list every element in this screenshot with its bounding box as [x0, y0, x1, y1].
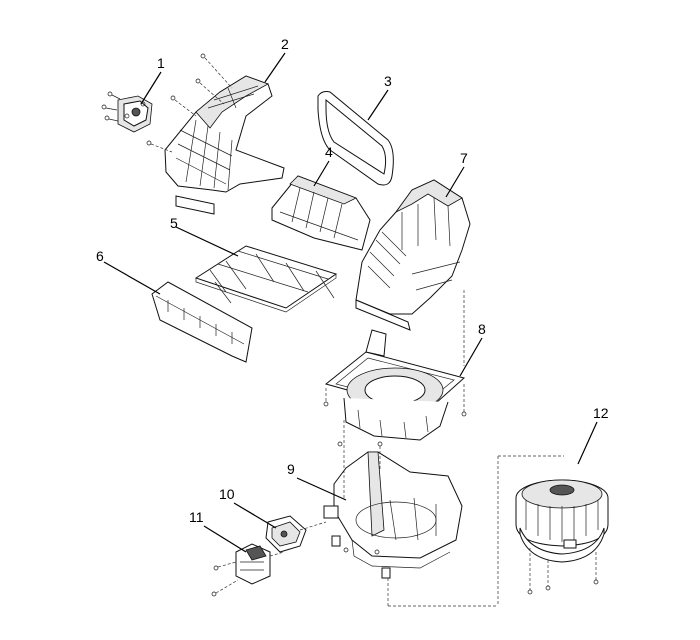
callout-8-leader — [459, 337, 483, 377]
part-1-actuator — [117, 95, 153, 133]
callout-4-leader — [313, 160, 330, 187]
callout-12-label: 12 — [593, 405, 609, 421]
part-3-seal-gasket — [317, 91, 394, 186]
part-11-screws — [211, 561, 239, 597]
callout-1-label: 1 — [157, 55, 165, 71]
callout-10-label: 10 — [219, 486, 235, 502]
callout-12-leader — [577, 421, 598, 465]
part-12-blower-motor — [515, 479, 609, 563]
part-2-screws — [146, 53, 233, 153]
part-12-screws — [527, 548, 599, 595]
callout-10-leader — [233, 502, 277, 529]
callout-4-label: 4 — [325, 144, 333, 160]
part-10-resistor — [265, 515, 327, 553]
part-4-housing-cover — [271, 175, 371, 251]
callout-8-label: 8 — [478, 321, 486, 337]
callout-9-leader — [296, 477, 347, 501]
part-8-housing-frame — [324, 329, 466, 441]
part-9-screws — [331, 420, 391, 579]
part-11-connector — [235, 543, 285, 585]
callout-5-label: 5 — [170, 215, 178, 231]
part-1-screws — [101, 91, 121, 122]
callout-3-leader — [367, 89, 389, 121]
part-5-filter — [194, 245, 338, 313]
callout-6-label: 6 — [96, 248, 104, 264]
callout-7-leader — [445, 166, 465, 198]
part-8-screws — [323, 384, 467, 447]
callout-11-label: 11 — [189, 509, 204, 525]
callout-9-label: 9 — [287, 461, 295, 477]
callout-1-leader — [140, 71, 162, 105]
callout-11-leader — [203, 525, 247, 553]
callout-6-leader — [103, 261, 161, 295]
callout-2-label: 2 — [281, 36, 289, 52]
part-6-guide-bracket — [151, 281, 253, 363]
callout-5-leader — [175, 226, 239, 257]
callout-7-label: 7 — [460, 150, 468, 166]
callout-3-label: 3 — [384, 73, 392, 89]
part-9-scroll-case — [323, 451, 463, 569]
part-7-upper-blower-case — [355, 179, 471, 331]
callout-2-leader — [264, 52, 286, 83]
motor-guide-lines — [387, 455, 564, 607]
part-2-intake-duct — [164, 75, 285, 215]
